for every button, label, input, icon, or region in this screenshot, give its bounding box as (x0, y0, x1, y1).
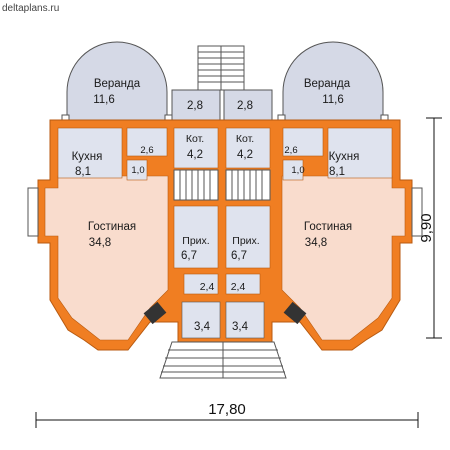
vestibule-left-area: 2,4 (200, 281, 215, 293)
hall-right (225, 205, 271, 269)
living-left-name: Гостиная (88, 221, 136, 233)
wc-right-area: 1,0 (291, 165, 304, 176)
window-bay-right (411, 187, 423, 237)
living-left-area: 34,8 (89, 237, 111, 249)
boiler-right-area: 4,2 (237, 149, 253, 161)
hall-right-area: 6,7 (231, 250, 247, 262)
entry-right-area: 3,4 (232, 321, 249, 333)
bottom-stair (159, 341, 287, 379)
boiler-right-name: Кот. (236, 133, 254, 145)
entry-left-area: 3,4 (194, 321, 211, 333)
bath-right-area: 2,6 (284, 145, 297, 156)
bath-left (126, 127, 168, 157)
hall-right-name: Прих. (232, 235, 259, 247)
boiler-left-name: Кот. (186, 133, 204, 145)
living-right-name: Гостиная (304, 221, 352, 233)
kitchen-left-name: Кухня (72, 151, 103, 163)
kitchen-right-name: Кухня (329, 151, 360, 163)
boiler-left-area: 4,2 (187, 149, 203, 161)
hall-left-area: 6,7 (181, 250, 197, 262)
vestibule-left (183, 273, 219, 295)
veranda-right-area: 11,6 (322, 94, 344, 106)
window-bay-left (27, 187, 39, 237)
watermark-text: deltaplans.ru (2, 3, 59, 14)
wc-left-area: 1,0 (131, 165, 144, 176)
porch-top-right (223, 89, 273, 123)
wc-right (282, 159, 304, 181)
veranda-left-area: 11,6 (93, 94, 115, 106)
veranda-left (66, 41, 168, 121)
veranda-right (282, 41, 384, 121)
hall-left-name: Прих. (182, 235, 209, 247)
porch-top-left (171, 89, 221, 123)
vestibule-right-area: 2,4 (231, 281, 246, 293)
fireplace-right (283, 301, 307, 325)
living-right-area: 34,8 (305, 237, 327, 249)
veranda-left-name: Веранда (94, 78, 141, 90)
bath-right (282, 127, 324, 157)
vestibule-right (225, 273, 261, 295)
inner-stair-right (225, 169, 271, 201)
entry-left (181, 301, 221, 339)
kitchen-right-area: 8,1 (329, 166, 345, 178)
boiler-right (225, 127, 271, 169)
porch-top-left-area: 2,8 (187, 100, 203, 112)
kitchen-left-area: 8,1 (75, 166, 91, 178)
veranda-right-name: Веранда (304, 78, 351, 90)
dimension-height (426, 117, 442, 339)
height-dimension-label: 9,90 (418, 213, 435, 242)
porch-top-right-area: 2,8 (237, 100, 253, 112)
width-dimension-label: 17,80 (208, 401, 246, 418)
fireplace-left (143, 301, 167, 325)
inner-stair-left (173, 169, 219, 201)
bath-left-area: 2,6 (140, 145, 153, 156)
top-stair (197, 45, 245, 91)
kitchen-left (57, 127, 123, 179)
wc-left (126, 159, 148, 181)
entry-right (225, 301, 265, 339)
dimension-width (35, 412, 419, 428)
boiler-left (173, 127, 219, 169)
hall-left (173, 205, 219, 269)
kitchen-right (327, 127, 393, 179)
